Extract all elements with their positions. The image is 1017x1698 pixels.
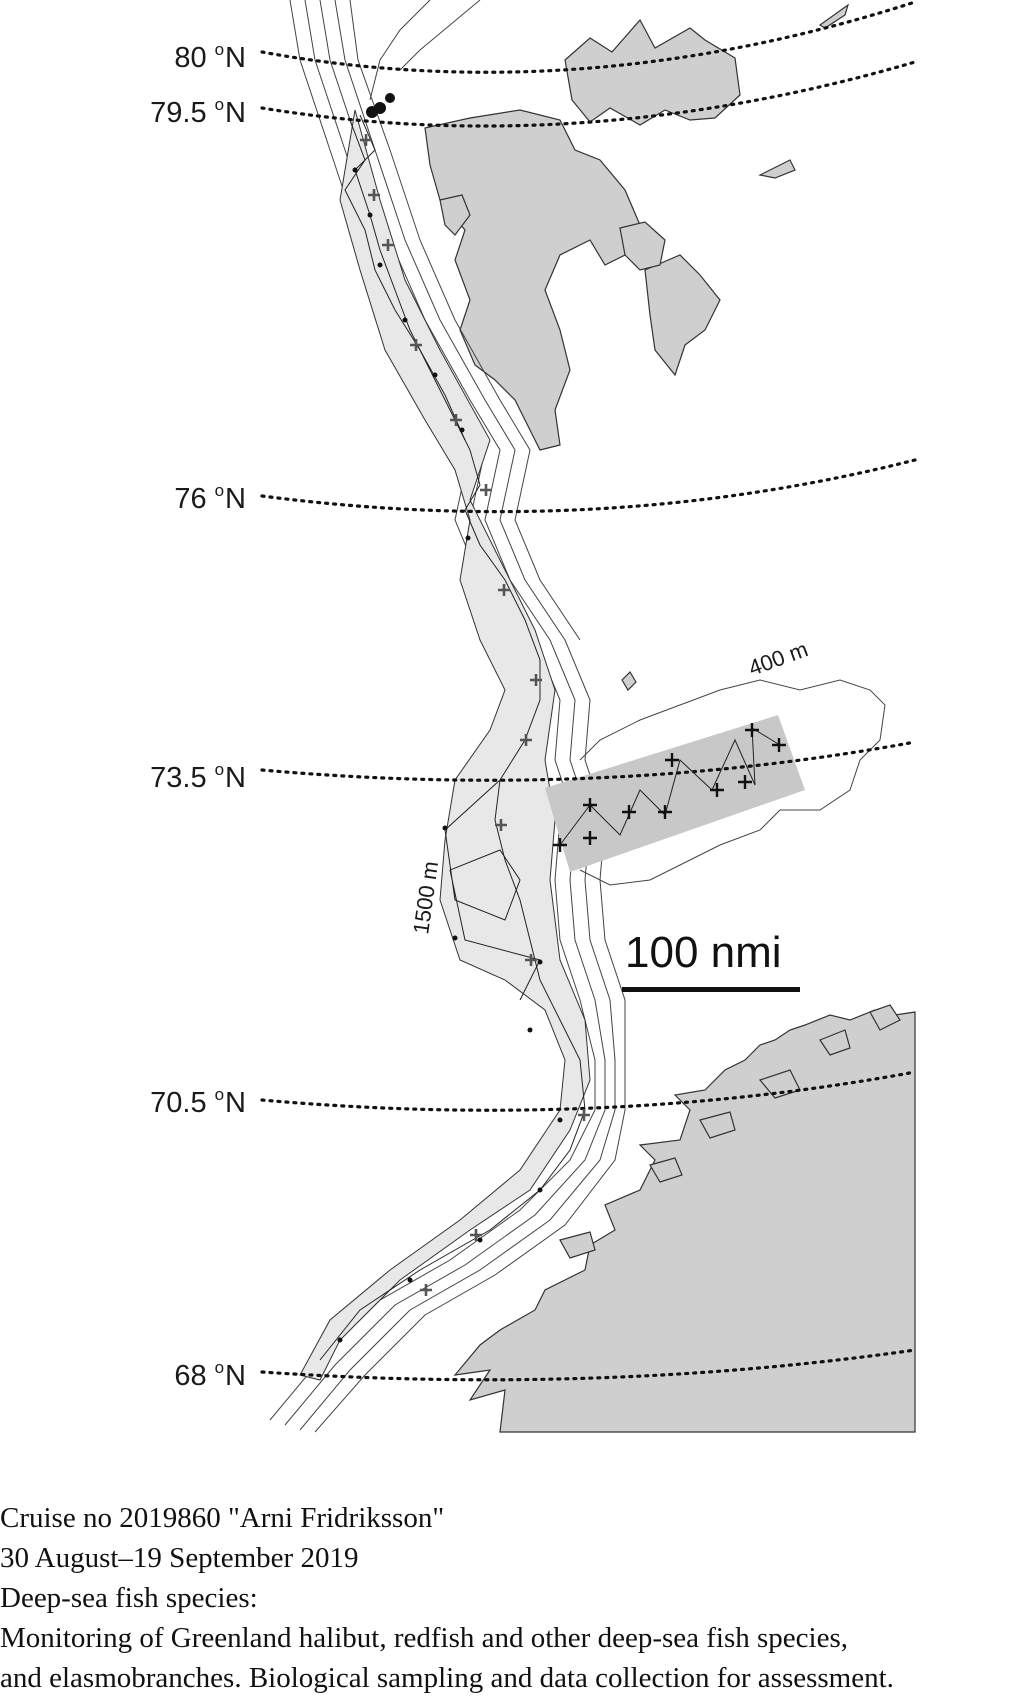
station-icon: [432, 372, 438, 378]
station-markers: [337, 93, 563, 1343]
station-icon: [374, 102, 386, 114]
station-icon: [402, 317, 408, 323]
trawl-cross-icon: [710, 783, 724, 797]
trawl-cross-icon: [498, 584, 510, 596]
station-icon: [527, 1027, 533, 1033]
station-icon: [557, 1117, 563, 1123]
trawl-cross-icon: [738, 775, 752, 789]
latitude-lines: [260, 0, 917, 1382]
caption-description-2: and elasmobranches. Biological sampling …: [0, 1662, 894, 1694]
survey-area: [299, 109, 591, 1381]
scale-bar: 100 nmi: [622, 928, 800, 992]
trawl-cross-icon: [470, 1229, 482, 1241]
svalbard-land: [424, 3, 850, 451]
caption-cruise: Cruise no 2019860 "Arni Fridriksson": [0, 1502, 445, 1534]
trawl-cross-icon: [745, 723, 759, 737]
caption-dates: 30 August–19 September 2019: [0, 1542, 359, 1574]
trawl-cross-icon: [495, 819, 507, 831]
trawl-cross-icon: [622, 805, 636, 819]
trawl-cross-icon: [665, 753, 679, 767]
station-icon: [537, 1187, 543, 1193]
station-icon: [465, 535, 471, 541]
trawl-cross-icon: [420, 1284, 432, 1296]
bear-island: [621, 671, 637, 691]
depth-label-1500: 1500 m: [408, 860, 443, 936]
station-icon: [377, 262, 383, 268]
trawl-cross-icon: [583, 831, 597, 845]
station-icon: [407, 1277, 413, 1283]
station-icon: [477, 1237, 483, 1243]
trawl-cross-icon: [530, 674, 542, 686]
depth-label-400: 400 m: [745, 636, 811, 680]
caption-description-1: Monitoring of Greenland halibut, redfish…: [0, 1622, 848, 1654]
scale-bar-label: 100 nmi: [625, 928, 782, 977]
norway-land: [453, 1004, 916, 1433]
station-icon: [385, 93, 395, 103]
trawl-cross-icon: [553, 838, 567, 852]
trawl-cross-icon: [360, 134, 372, 146]
trawl-cross-icon: [658, 805, 672, 819]
trawl-markers: [553, 723, 786, 852]
caption: Cruise no 2019860 "Arni Fridriksson" 30 …: [0, 1498, 1017, 1698]
trawl-cross-icon: [368, 189, 380, 201]
trawl-cross-icon: [578, 1109, 590, 1121]
trawl-cross-icon: [382, 239, 394, 251]
station-icon: [537, 959, 543, 965]
station-icon: [352, 167, 358, 173]
trawl-cross-icon: [525, 954, 537, 966]
trawl-cross-icon: [520, 734, 532, 746]
trawl-cross-icon: [450, 414, 462, 426]
survey-tracks: [319, 114, 781, 1361]
trawl-cross-icon: [480, 484, 492, 496]
station-icon: [442, 825, 448, 831]
trawl-cross-icon: [772, 738, 786, 752]
scale-bar-line: [622, 987, 800, 992]
slope-trawl-markers: [360, 134, 590, 1296]
trawl-cross-icon: [410, 339, 422, 351]
trawl-box: [545, 715, 805, 872]
station-icon: [367, 212, 373, 218]
trawl-cross-icon: [583, 798, 597, 812]
station-icon: [459, 427, 465, 433]
caption-heading: Deep-sea fish species:: [0, 1582, 258, 1614]
station-icon: [452, 935, 458, 941]
station-icon: [337, 1337, 343, 1343]
